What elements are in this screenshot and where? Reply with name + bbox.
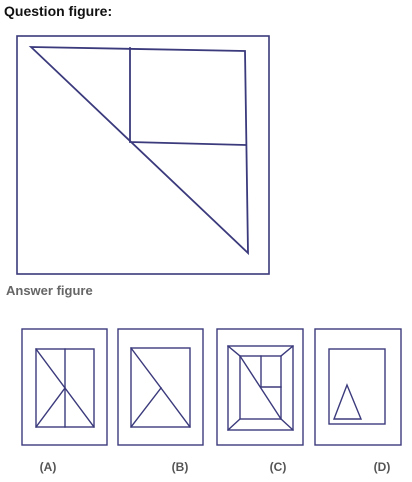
option-c-middle-rectangle [227, 345, 294, 431]
option-d-label[interactable]: (D) [373, 460, 391, 474]
option-a-outer-frame [21, 328, 108, 446]
question-large-triangle [28, 46, 249, 256]
option-b-label[interactable]: (B) [171, 460, 189, 474]
question-figure [16, 35, 270, 275]
option-b-inner-rectangle [130, 347, 191, 428]
question-inner-rectangle [129, 47, 246, 146]
option-d-small-triangle [332, 383, 363, 420]
question-figure-heading: Question figure: [4, 3, 113, 19]
option-b-diagonal-upper [130, 347, 162, 389]
option-a-label[interactable]: (A) [39, 460, 57, 474]
option-c-corner-line-br [280, 418, 294, 431]
option-b-figure [117, 328, 204, 446]
option-a-figure [21, 328, 108, 446]
option-c-corner-line-tl [227, 345, 241, 357]
option-a-diagonal-right [64, 387, 95, 428]
option-c-corner-line-bl [227, 418, 241, 431]
option-c-label[interactable]: (C) [269, 460, 287, 474]
option-c-corner-line-tr [280, 345, 294, 357]
option-d-figure [314, 328, 402, 446]
option-c-figure [216, 328, 304, 446]
option-d-outer-frame [314, 328, 402, 446]
option-d-inner-rectangle [328, 348, 386, 425]
option-c-outer-frame [216, 328, 304, 446]
option-b-diagonal-lower [130, 387, 162, 428]
option-b-diagonal-right [160, 387, 191, 428]
question-outer-frame [16, 35, 270, 275]
option-a-diagonal-left [35, 387, 66, 428]
answer-figure-heading: Answer figure [6, 283, 93, 298]
option-a-diagonal-upper [35, 348, 66, 389]
option-b-outer-frame [117, 328, 204, 446]
